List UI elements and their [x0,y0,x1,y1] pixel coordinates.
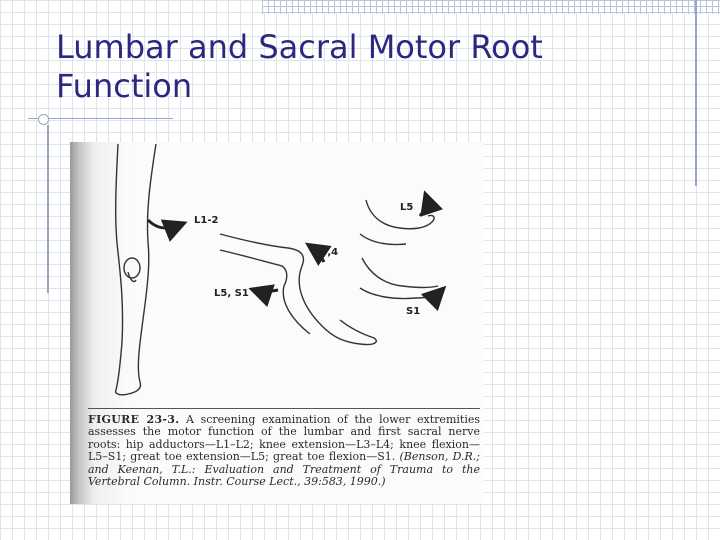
label-l1-2: L1-2 [194,215,218,226]
slide-title: Lumbar and Sacral Motor Root Function [56,28,656,106]
caption-citation: (Benson, D.R.; and Keenan, T.L.: Evaluat… [88,450,480,489]
label-s1: S1 [406,306,420,317]
label-l3-4: L3,4 [314,247,338,258]
knee-flexion-arrow [248,284,279,308]
toe-extension-arrow [418,190,444,217]
figure-caption: FIGURE 23-3. A screening examination of … [88,413,480,489]
slide-title-line-1: Lumbar and Sacral Motor Root [56,28,543,66]
scanned-figure: L1-2 L3,4 L5, S1 L5 S1 FIGURE 23-3. A sc… [70,142,484,504]
circle-bullet-decoration [38,114,49,125]
caption-divider [88,408,480,409]
toe-flexion-arrow [420,285,447,312]
caption-figure-number: FIGURE 23-3. [88,413,180,426]
hip-arrow [146,218,188,242]
foot-extension-drawing [359,199,435,246]
corner-grid-decoration [262,0,720,14]
label-l5-s1: L5, S1 [214,288,249,299]
standing-leg-drawing [114,143,157,396]
title-underline-rule [28,118,173,119]
slide-title-line-2: Function [56,67,193,105]
bent-leg-drawing [219,233,378,346]
foot-flexion-drawing [359,257,441,300]
right-vertical-rule [695,0,697,186]
left-vertical-rule [47,125,49,293]
leg-illustration: L1-2 L3,4 L5, S1 L5 S1 [114,143,447,396]
knee-extension-arrow [305,242,332,266]
label-l5: L5 [400,202,413,213]
caption-text: A screening examination of the lower ext… [88,413,480,464]
